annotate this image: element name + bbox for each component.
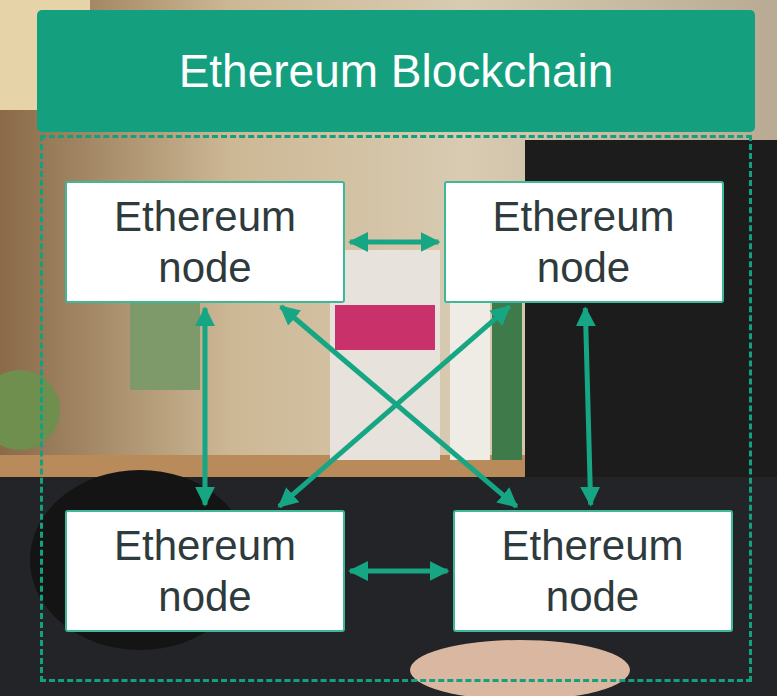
- plant-pot: [130, 300, 200, 390]
- title-band: Ethereum Blockchain: [37, 10, 755, 132]
- book-green: [492, 300, 522, 460]
- hand: [410, 640, 630, 696]
- double-arrow: [585, 308, 590, 505]
- double-arrow: [279, 307, 509, 507]
- plant: [0, 370, 60, 450]
- double-arrow: [350, 569, 448, 574]
- node-label: Ethereum node: [458, 191, 710, 293]
- book-white: [450, 300, 490, 460]
- node-label: Ethereum node: [79, 191, 331, 293]
- book-pink-band: [335, 305, 435, 350]
- node-box: Ethereum node: [444, 181, 724, 303]
- node-box: Ethereum node: [65, 510, 345, 632]
- dark-floor: [0, 477, 777, 696]
- node-box: Ethereum node: [65, 181, 345, 303]
- double-arrow: [203, 308, 208, 505]
- blockchain-region: Ethereum BlockchainEthereum nodeEthereum…: [37, 10, 755, 682]
- double-arrow: [350, 240, 439, 245]
- band-title: Ethereum Blockchain: [179, 44, 614, 98]
- node-label: Ethereum node: [79, 520, 331, 622]
- node-label: Ethereum node: [467, 520, 719, 622]
- node-box: Ethereum node: [453, 510, 733, 632]
